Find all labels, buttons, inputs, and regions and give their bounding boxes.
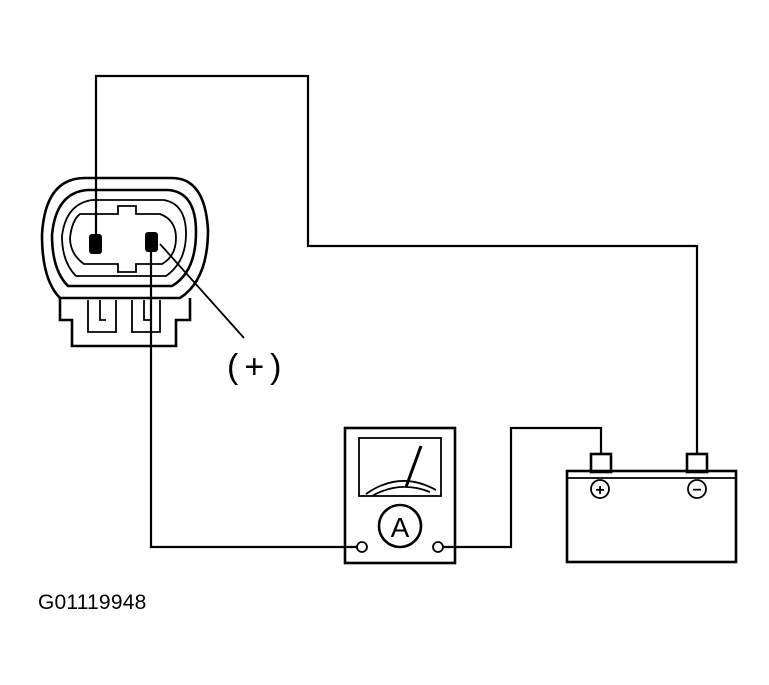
battery: + −: [565, 452, 738, 564]
wire-connector-to-ammeter: [149, 242, 358, 549]
battery-negative-circle: [687, 479, 707, 499]
ammeter-terminal-left: [356, 541, 368, 553]
ammeter-symbol-circle: [377, 503, 423, 549]
wire-connector-to-battery-negative: [94, 74, 699, 455]
figure-id: G01119948: [38, 591, 147, 614]
wire-ammeter-to-battery-positive: [443, 426, 603, 549]
battery-negative-sign: −: [692, 482, 701, 499]
battery-body: [565, 469, 738, 564]
ammeter-scale-arc: [365, 480, 437, 495]
ammeter-needle: [404, 445, 423, 488]
connector: [40, 176, 245, 348]
terminal-leader-line: [159, 243, 245, 339]
battery-post-negative: [685, 452, 709, 474]
battery-positive-circle: [590, 479, 610, 499]
ammeter-symbol-text: A: [391, 512, 410, 543]
ammeter: A: [343, 426, 457, 565]
battery-positive-sign: +: [595, 482, 604, 499]
ammeter-terminal-right: [432, 541, 444, 553]
terminal-plus-label: (+): [227, 348, 288, 386]
battery-post-positive: [589, 452, 613, 474]
